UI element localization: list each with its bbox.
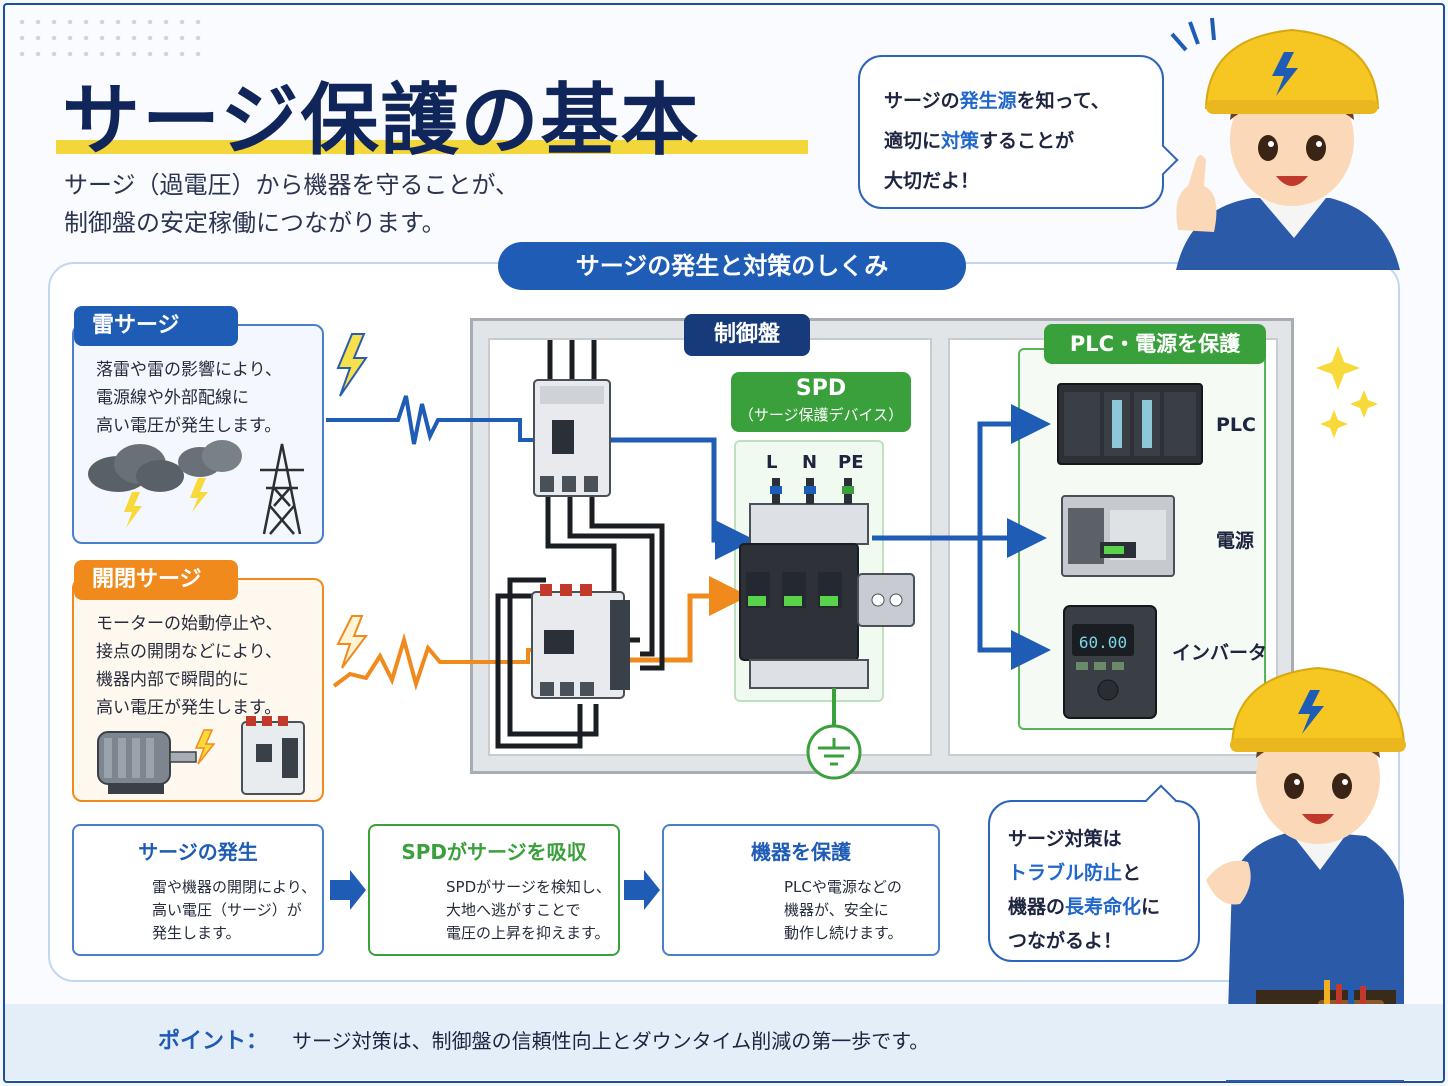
step-surge-occurrence: サージの発生 雷や機器の開閉により、 高い電圧（サージ）が 発生します。 <box>72 824 324 956</box>
spd-device-icon <box>739 478 915 689</box>
bubble-top-line-1: サージの発生源を知って、 <box>884 90 1110 112</box>
step-arrow <box>330 870 366 910</box>
lightning-text-line: 電源線や外部配線に <box>96 388 249 408</box>
transmission-tower-icon <box>260 443 304 535</box>
switching-text-line: モーターの始動停止や、 <box>96 614 283 634</box>
terminal-label-l: L <box>766 452 778 473</box>
bubble-bottom-line-3: 機器の長寿命化に <box>1008 896 1161 918</box>
step-text-line: 発生します。 <box>152 924 241 942</box>
step-text: PLCや電源などの 機器が、安全に 動作し続けます。 <box>784 876 903 945</box>
arrow-to-inverter <box>977 538 1051 670</box>
lightning-surge-title: 雷サージ <box>74 306 238 346</box>
contactor-icon <box>241 716 305 795</box>
step-text-line: 動作し続けます。 <box>784 924 903 942</box>
dot-pattern <box>14 14 204 66</box>
step-title: SPDがサージを吸収 <box>401 840 587 864</box>
step-device-protection: 機器を保護 PLCや電源などの 機器が、安全に 動作し続けます。 <box>662 824 940 956</box>
surge-to-spd-orange <box>628 576 749 663</box>
inverter-icon: 60.00 <box>1063 605 1157 719</box>
switching-surge-title: 開閉サージ <box>74 560 238 600</box>
plc-icon <box>1057 383 1203 465</box>
footer-bar <box>5 1004 1443 1080</box>
step-text-line: 高い電圧（サージ）が <box>152 901 302 919</box>
step-text-line: PLCや電源などの <box>784 878 902 896</box>
footer-point-label: ポイント： <box>158 1029 269 1054</box>
lightning-surge-card <box>72 324 324 544</box>
step-arrow <box>624 870 660 910</box>
switching-surge-line <box>332 632 540 691</box>
step-spd-absorb: SPDがサージを吸収 SPDがサージを検知し、 大地へ逃がすことで 電圧の上昇を… <box>368 824 620 956</box>
step-text-line: 大地へ逃がすことで <box>446 901 581 919</box>
lightning-bolt-icon <box>336 333 368 397</box>
subtitle-line-1: サージ（過電圧）から機器を守ることが、 <box>64 171 520 199</box>
step-text-line: SPDがサージを検知し、 <box>446 878 611 896</box>
motor-icon <box>97 731 197 794</box>
title-underline <box>56 140 808 154</box>
circuit-breaker-icon <box>533 379 611 497</box>
control-panel-label: 制御盤 <box>684 314 810 356</box>
step-title: サージの発生 <box>138 840 258 864</box>
step-text-line: 電圧の上昇を抑えます。 <box>446 924 610 942</box>
step-text-line: 機器が、安全に <box>784 901 889 919</box>
inverter-display-text: 60.00 <box>1079 633 1127 652</box>
sparkle-icon <box>1320 410 1348 438</box>
bubble-bottom-line-4: つながるよ！ <box>1008 930 1123 952</box>
worker-character-top <box>1170 17 1400 270</box>
bubble-top-line-2: 適切に対策することが <box>884 130 1075 152</box>
protected-devices-label: PLC・電源を保護 <box>1044 324 1266 364</box>
bubble-bottom-line-1: サージ対策は <box>1008 828 1122 850</box>
lightning-surge-line <box>326 395 536 445</box>
spd-title: SPD <box>795 376 847 401</box>
footer-point-text: サージ対策は、制御盤の信頼性向上とダウンタイム削減の第一歩です。 <box>292 1029 930 1053</box>
spark-icon <box>336 615 368 669</box>
speech-bubble-top: サージの発生源を知って、 適切に対策することが 大切だよ！ <box>858 55 1179 209</box>
subtitle-line-2: 制御盤の安定稼働につながります。 <box>64 209 446 237</box>
terminal-label-n: N <box>802 452 818 473</box>
step-text: 雷や機器の開閉により、 高い電圧（サージ）が 発生します。 <box>152 876 316 945</box>
bubble-bottom-line-2: トラブル防止と <box>1008 862 1142 884</box>
switching-surge-text: モーターの始動停止や、 接点の開閉などにより、 機器内部で瞬間的に 高い電圧が発… <box>96 610 283 722</box>
surge-to-spd-blue <box>608 437 755 560</box>
device-label-power: 電源 <box>1216 530 1255 552</box>
ground-icon <box>806 724 862 780</box>
lightning-text-line: 落雷や雷の影響により、 <box>96 360 282 380</box>
sparkle-icon <box>1350 390 1378 418</box>
spd-subtitle: （サージ保護デバイス） <box>738 406 904 424</box>
device-label-plc: PLC <box>1216 414 1256 436</box>
lightning-surge-text: 落雷や雷の影響により、 電源線や外部配線に 高い電圧が発生します。 <box>96 356 282 440</box>
speech-bubble-bottom: サージ対策は トラブル防止と 機器の長寿命化に つながるよ！ <box>988 784 1200 962</box>
step-text: SPDがサージを検知し、 大地へ逃がすことで 電圧の上昇を抑えます。 <box>446 876 611 945</box>
sparkle-icon <box>1316 346 1360 390</box>
device-label-inverter: インバータ <box>1172 642 1268 664</box>
magnetic-contactor-icon <box>531 584 630 699</box>
section-title: サージの発生と対策のしくみ <box>498 242 966 290</box>
switching-text-line: 高い電圧が発生します。 <box>96 698 282 718</box>
terminal-label-pe: PE <box>838 452 864 473</box>
storm-cloud-icon <box>88 440 242 528</box>
spd-label: SPD （サージ保護デバイス） <box>731 372 911 432</box>
step-text-line: 雷や機器の開閉により、 <box>152 878 317 896</box>
power-supply-icon <box>1061 495 1175 577</box>
switching-text-line: 接点の開閉などにより、 <box>96 642 282 662</box>
page-title: サージ保護の基本 <box>62 76 701 166</box>
switching-text-line: 機器内部で瞬間的に <box>96 670 249 690</box>
arrow-to-plc <box>977 404 1051 538</box>
page-subtitle: サージ（過電圧）から機器を守ることが、 制御盤の安定稼働につながります。 <box>64 166 519 242</box>
spark-icon <box>194 729 216 765</box>
lightning-text-line: 高い電圧が発生します。 <box>96 416 282 436</box>
bubble-top-line-3: 大切だよ！ <box>884 170 980 192</box>
step-title: 機器を保護 <box>751 840 851 864</box>
